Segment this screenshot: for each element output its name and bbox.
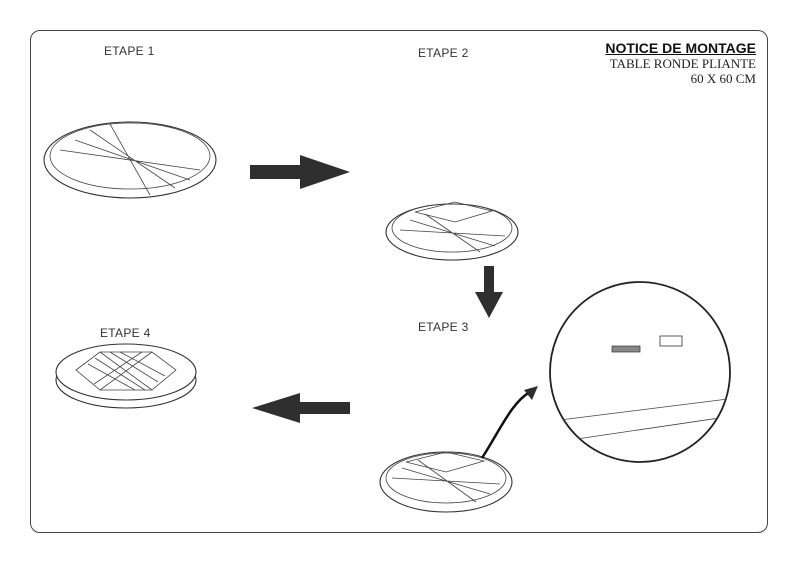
step-2-label: ETAPE 2 xyxy=(418,46,469,60)
detail-pointer-head xyxy=(524,386,538,400)
step-1-label: ETAPE 1 xyxy=(104,44,155,58)
step-4-label: ETAPE 4 xyxy=(100,326,151,340)
step-3-label: ETAPE 3 xyxy=(418,320,469,334)
step-3-legs-open xyxy=(379,451,513,513)
hinge-detail xyxy=(549,281,731,463)
step-4-assembled-table xyxy=(55,343,197,409)
notice-title: NOTICE DE MONTAGE xyxy=(605,40,756,56)
arrow-left xyxy=(252,393,350,423)
arrow-right xyxy=(250,155,350,189)
instruction-frame xyxy=(30,30,768,533)
step-2-unfolding-table xyxy=(385,201,519,261)
title-block: NOTICE DE MONTAGE TABLE RONDE PLIANTE 60… xyxy=(605,40,756,86)
product-name: TABLE RONDE PLIANTE xyxy=(609,56,756,71)
step-1-folded-table xyxy=(43,121,217,199)
product-dimensions: 60 X 60 CM xyxy=(690,71,756,86)
arrow-down xyxy=(475,266,503,318)
detail-pointer xyxy=(480,390,531,459)
